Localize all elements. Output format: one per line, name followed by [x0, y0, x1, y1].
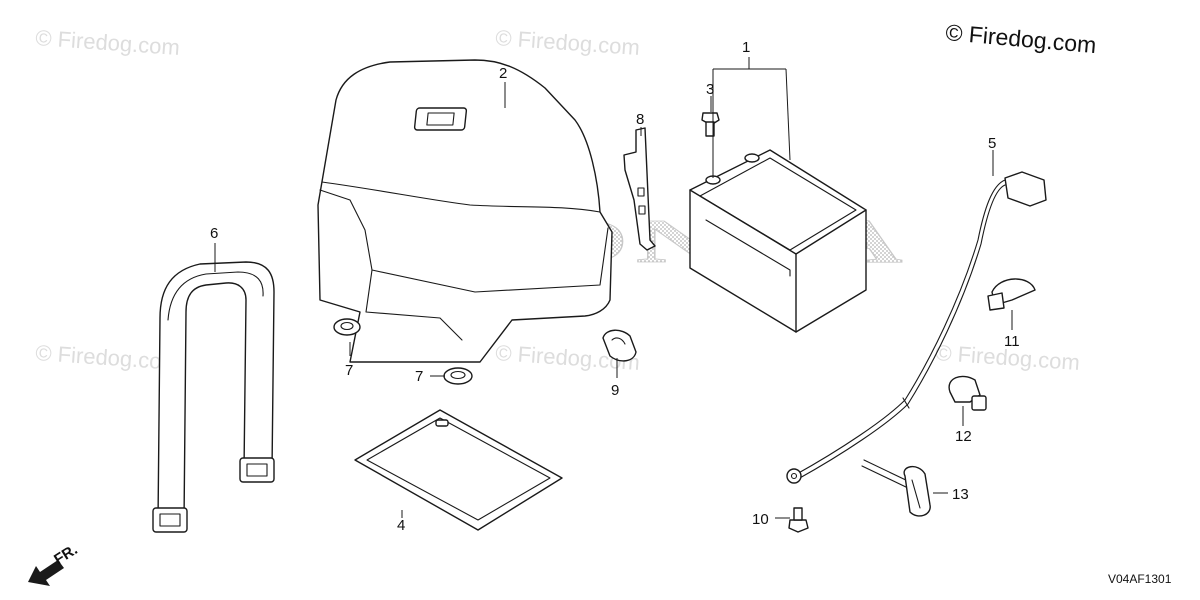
callout-2: 2 — [499, 65, 507, 82]
callout-1: 1 — [742, 39, 750, 56]
callout-12: 12 — [955, 428, 972, 445]
leader-lines — [214, 57, 1013, 519]
terminal-bolt-icon — [701, 112, 720, 137]
callout-11: 11 — [1004, 333, 1020, 350]
clamp-icon — [948, 375, 987, 411]
battery-icon — [689, 149, 867, 333]
battery-holder-icon — [623, 127, 656, 251]
grommet-icon — [333, 318, 361, 336]
callout-13: 13 — [952, 486, 969, 503]
callout-labels: 1 2 3 4 5 6 7 7 8 9 10 11 12 13 — [210, 39, 1020, 534]
callout-4: 4 — [397, 517, 405, 534]
battery-tray-icon — [354, 409, 563, 531]
callout-7: 7 — [345, 362, 353, 379]
watermark-tile: © Firedog.com — [495, 25, 641, 60]
front-arrow-icon — [28, 560, 64, 586]
front-direction-indicator: FR. — [28, 541, 81, 586]
battery-cover-icon — [317, 59, 613, 363]
watermark-main: © Firedog.com — [945, 19, 1098, 58]
cable-tie-icon — [861, 459, 931, 517]
callout-10: 10 — [752, 511, 769, 528]
callout-7b: 7 — [415, 368, 423, 385]
grommet-icon — [443, 367, 473, 385]
flange-bolt-icon — [788, 507, 809, 533]
battery-band-icon — [152, 261, 275, 533]
callout-6: 6 — [210, 225, 218, 242]
callout-8: 8 — [636, 111, 644, 128]
callout-5: 5 — [988, 135, 996, 152]
callout-9: 9 — [611, 382, 619, 399]
watermark-tile: © Firedog.com — [35, 340, 181, 375]
diagram-reference-code: V04AF1301 — [1108, 572, 1172, 586]
battery-cable-icon — [786, 171, 1047, 484]
watermark-tile: © Firedog.com — [35, 25, 181, 60]
wire-band-icon — [987, 278, 1036, 311]
callout-3: 3 — [706, 81, 714, 98]
